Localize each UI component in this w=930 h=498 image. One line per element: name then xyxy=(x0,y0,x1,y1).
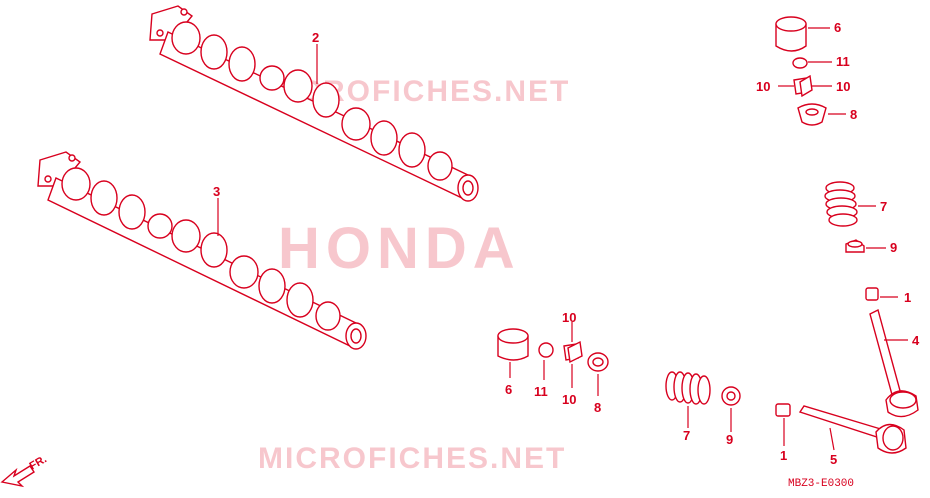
valve-upper xyxy=(869,308,919,418)
camshaft-exhaust xyxy=(149,5,479,202)
watermark-center: HONDA xyxy=(278,216,521,281)
cotter-upper xyxy=(793,74,813,98)
front-direction-label: FR. xyxy=(28,453,49,472)
callout-7-lower: 7 xyxy=(683,428,690,443)
shim-lower xyxy=(538,342,554,358)
callout-10-upper-right: 10 xyxy=(836,79,850,94)
watermark-bottom: MICROFICHES.NET xyxy=(258,442,566,475)
callout-4: 4 xyxy=(912,333,920,348)
diagram-code: MBZ3-E0300 xyxy=(788,478,854,490)
callout-6-upper: 6 xyxy=(834,20,841,35)
camshaft-intake xyxy=(37,151,367,350)
valve-lower xyxy=(798,405,907,454)
tappet-lower xyxy=(497,328,529,361)
callout-1-lower: 1 xyxy=(780,448,787,463)
callout-9-upper: 9 xyxy=(890,240,897,255)
valve-guide-seal-lower xyxy=(775,403,791,417)
seal-upper xyxy=(845,239,865,253)
callout-10-lower-bottom: 10 xyxy=(562,392,576,407)
tappet-upper xyxy=(775,16,807,52)
spring-lower xyxy=(665,371,711,405)
callout-3: 3 xyxy=(213,184,220,199)
callout-10-lower-top: 10 xyxy=(562,310,576,325)
retainer-upper xyxy=(797,103,827,126)
valve-guide-seal-upper xyxy=(865,287,879,301)
callout-9-lower: 9 xyxy=(726,432,733,447)
shim-upper xyxy=(792,57,808,69)
seal-lower xyxy=(721,386,741,406)
callout-11-upper: 11 xyxy=(836,54,850,69)
retainer-lower xyxy=(587,352,609,372)
callout-11-lower: 11 xyxy=(534,384,548,399)
callout-7-upper: 7 xyxy=(880,199,887,214)
callout-2: 2 xyxy=(312,30,319,45)
spring-upper xyxy=(824,181,858,227)
front-direction-arrow xyxy=(0,465,35,488)
callout-8-upper: 8 xyxy=(850,107,857,122)
callout-1-upper: 1 xyxy=(904,290,911,305)
callout-10-upper-left: 10 xyxy=(756,79,770,94)
callout-8-lower: 8 xyxy=(594,400,601,415)
cotter-lower xyxy=(563,340,583,364)
callout-5: 5 xyxy=(830,452,837,467)
callout-6-lower: 6 xyxy=(505,382,512,397)
